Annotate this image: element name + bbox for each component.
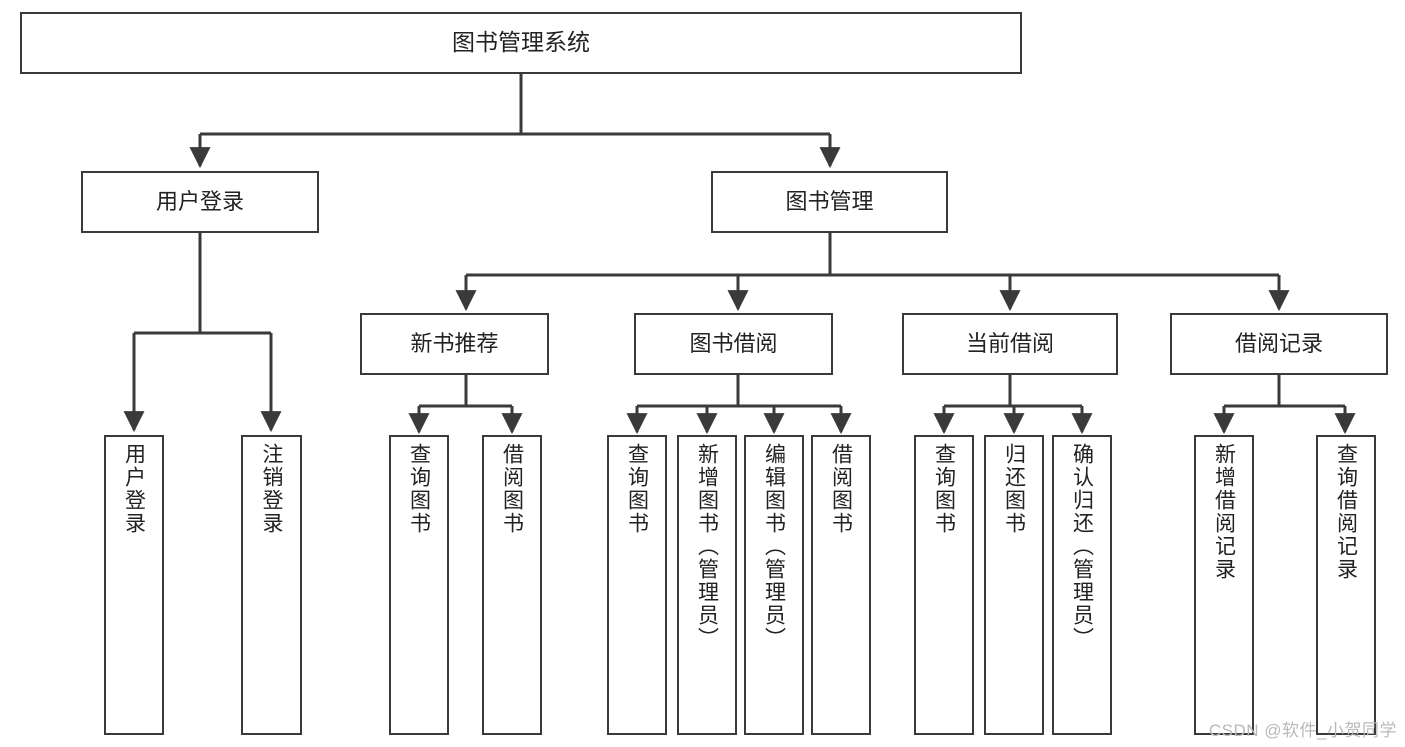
node-root-system[interactable]: 图书管理系统	[20, 12, 1022, 74]
node-label: 图书管理系统	[452, 29, 590, 56]
node-label: 图书借阅	[689, 331, 778, 357]
node-new-book-recommend[interactable]: 新书推荐	[360, 313, 549, 375]
node-book-management[interactable]: 图书管理	[711, 171, 948, 233]
node-label: 归还图书	[1002, 443, 1026, 535]
node-user-login[interactable]: 用户登录	[81, 171, 319, 233]
node-borrow-record[interactable]: 借阅记录	[1170, 313, 1388, 375]
leaf-borrow-add-book-admin[interactable]: 新增图书（管理员）	[677, 435, 737, 735]
node-label: 查询借阅记录	[1334, 443, 1358, 581]
node-label: 新增图书（管理员）	[695, 443, 719, 650]
node-label: 编辑图书（管理员）	[762, 443, 786, 650]
node-label: 查询图书	[625, 443, 649, 535]
leaf-borrow-query-book[interactable]: 查询图书	[607, 435, 667, 735]
node-label: 当前借阅	[965, 331, 1054, 357]
node-label: 新增借阅记录	[1212, 443, 1236, 581]
leaf-record-query-record[interactable]: 查询借阅记录	[1316, 435, 1376, 735]
leaf-current-return-book[interactable]: 归还图书	[984, 435, 1044, 735]
leaf-current-confirm-return-admin[interactable]: 确认归还（管理员）	[1052, 435, 1112, 735]
leaf-user-login[interactable]: 用户登录	[104, 435, 164, 735]
node-label: 新书推荐	[410, 331, 499, 357]
csdn-watermark: CSDN @软件_小贺同学	[1208, 721, 1397, 740]
node-label: 借阅图书	[500, 443, 524, 535]
node-label: 图书管理	[785, 189, 874, 215]
node-book-borrow[interactable]: 图书借阅	[634, 313, 833, 375]
node-label: 用户登录	[122, 443, 146, 535]
node-label: 借阅图书	[829, 443, 853, 535]
node-label: 查询图书	[932, 443, 956, 535]
leaf-recommend-query-book[interactable]: 查询图书	[389, 435, 449, 735]
node-label: 确认归还（管理员）	[1070, 443, 1094, 650]
node-label: 用户登录	[155, 189, 244, 215]
node-label: 注销登录	[260, 443, 284, 535]
leaf-borrow-edit-book-admin[interactable]: 编辑图书（管理员）	[744, 435, 804, 735]
leaf-current-query-book[interactable]: 查询图书	[914, 435, 974, 735]
leaf-user-logout[interactable]: 注销登录	[241, 435, 302, 735]
leaf-recommend-borrow-book[interactable]: 借阅图书	[482, 435, 542, 735]
node-label: 借阅记录	[1234, 331, 1323, 357]
leaf-borrow-borrow-book[interactable]: 借阅图书	[811, 435, 871, 735]
leaf-record-add-record[interactable]: 新增借阅记录	[1194, 435, 1254, 735]
node-label: 查询图书	[407, 443, 431, 535]
node-current-borrow[interactable]: 当前借阅	[902, 313, 1118, 375]
